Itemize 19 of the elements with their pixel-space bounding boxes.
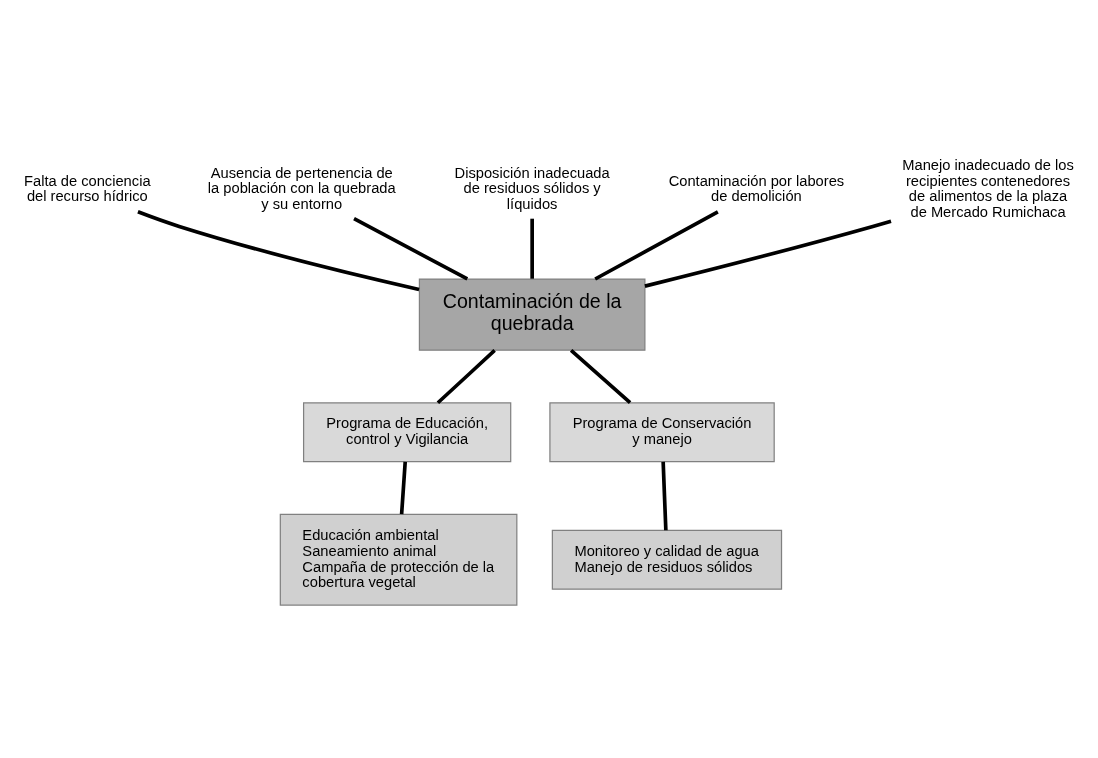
node-text: Manejo inadecuado de los recipientes contenedores de alimentos de la plaza de Mercado Rumichaca — [902, 156, 1074, 221]
connector — [661, 461, 668, 531]
connector — [436, 349, 496, 405]
connector — [353, 217, 469, 281]
connector — [530, 218, 534, 279]
connector — [594, 210, 719, 281]
node-text: Ausencia de pertenencia de la población con la quebrada y su entorno — [207, 164, 396, 213]
node-text: Contaminación por labores de demolición — [668, 172, 845, 205]
connector — [569, 349, 632, 405]
node-box: Programa de Conservación y manejo — [549, 402, 775, 463]
connector — [399, 461, 408, 515]
connector — [137, 210, 420, 292]
node-box: Contaminación de la quebrada — [418, 278, 646, 351]
node-box: Programa de Educación, control y Vigilancia — [303, 402, 512, 463]
node-text: Falta de conciencia del recurso hídrico — [24, 172, 151, 205]
connector — [644, 219, 892, 288]
node-box: Educación ambiental Saneamiento animal Campaña de protección de la cobertura vegetal — [279, 513, 518, 606]
node-text: Disposición inadecuada de residuos sólidos y líquidos — [454, 164, 610, 213]
node-box: Monitoreo y calidad de agua Manejo de residuos sólidos — [551, 529, 783, 590]
